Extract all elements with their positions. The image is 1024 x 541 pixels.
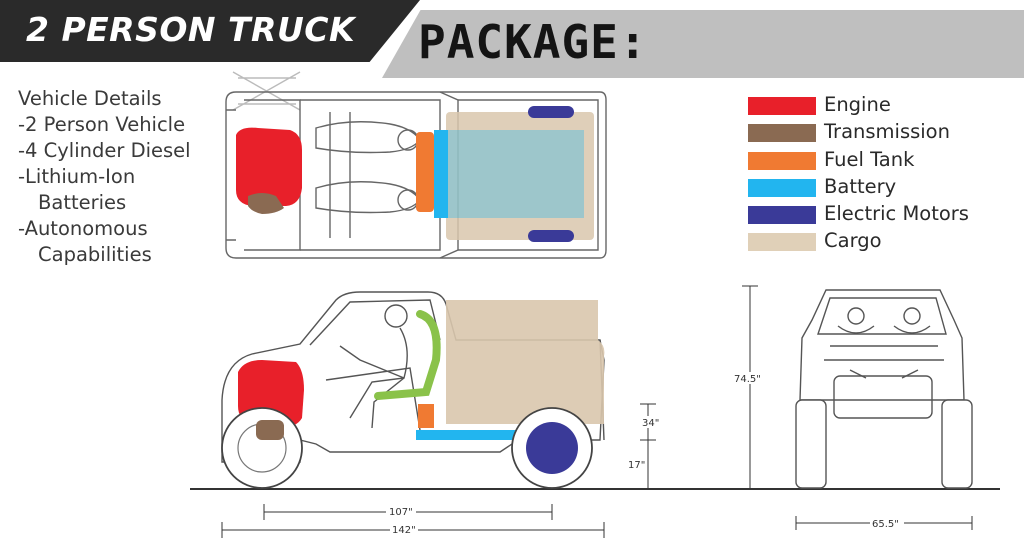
top-engine (236, 127, 302, 206)
details-list: -2 Person Vehicle -4 Cylinder Diesel -Lith… (18, 112, 191, 268)
top-battery (434, 130, 584, 218)
top-motor-rear (528, 230, 574, 242)
side-battery (416, 430, 538, 440)
dimension-labels: 107" 142" 17" 34" 74.5" 65.5" (386, 372, 904, 536)
deck-height-label: 34" (642, 418, 659, 429)
details-line: -Autonomous (18, 217, 148, 240)
wheelbase-label: 107" (389, 507, 413, 518)
details-heading: Vehicle Details (18, 87, 162, 110)
details-line: -2 Person Vehicle (18, 113, 186, 136)
legend-label: Battery (824, 174, 897, 198)
side-wheels (221, 407, 593, 489)
vehicle-details: Vehicle Details -2 Person Vehicle -4 Cyli… (18, 86, 191, 268)
front-view (795, 289, 973, 489)
title-banner: 2 PERSON TRUCK (0, 0, 420, 62)
subtitle: PACKAGE: (418, 15, 648, 69)
top-cargo (446, 112, 594, 240)
legend-label: Cargo (824, 229, 882, 253)
ground-clearance-label: 17" (628, 460, 645, 471)
legend-swatch (748, 151, 816, 170)
legend-label: Electric Motors (824, 202, 969, 226)
details-line: Batteries (38, 191, 127, 214)
top-battery-strip (434, 130, 448, 218)
top-view-components (236, 106, 594, 242)
side-seat-frame (374, 310, 441, 400)
legend-label: Engine (824, 93, 891, 116)
details-line: -Lithium-Ion (18, 165, 136, 188)
legend-swatch (748, 178, 816, 197)
subtitle-banner: PACKAGE: (382, 10, 1024, 78)
front-wheel-right (941, 399, 973, 489)
legend-swatch (748, 124, 816, 143)
length-label: 142" (392, 525, 416, 536)
details-line: Capabilities (38, 243, 152, 266)
legend-label: Transmission (824, 120, 950, 144)
front-wheel-left (795, 399, 827, 489)
side-cargo (446, 300, 605, 424)
page-title: 2 PERSON TRUCK (26, 10, 356, 49)
side-fuel-tank (418, 404, 434, 428)
legend-swatch (748, 233, 816, 252)
width-label: 65.5" (872, 519, 899, 530)
top-transmission (248, 193, 284, 214)
legend-label: Fuel Tank (824, 147, 915, 171)
height-label: 74.5" (734, 374, 761, 385)
details-line: -4 Cylinder Diesel (18, 139, 191, 162)
top-fuel-tank (416, 132, 434, 212)
legend-swatch (748, 97, 816, 115)
rear-motor (526, 422, 578, 474)
legend-swatch (748, 206, 816, 225)
top-motor-front (528, 106, 574, 118)
